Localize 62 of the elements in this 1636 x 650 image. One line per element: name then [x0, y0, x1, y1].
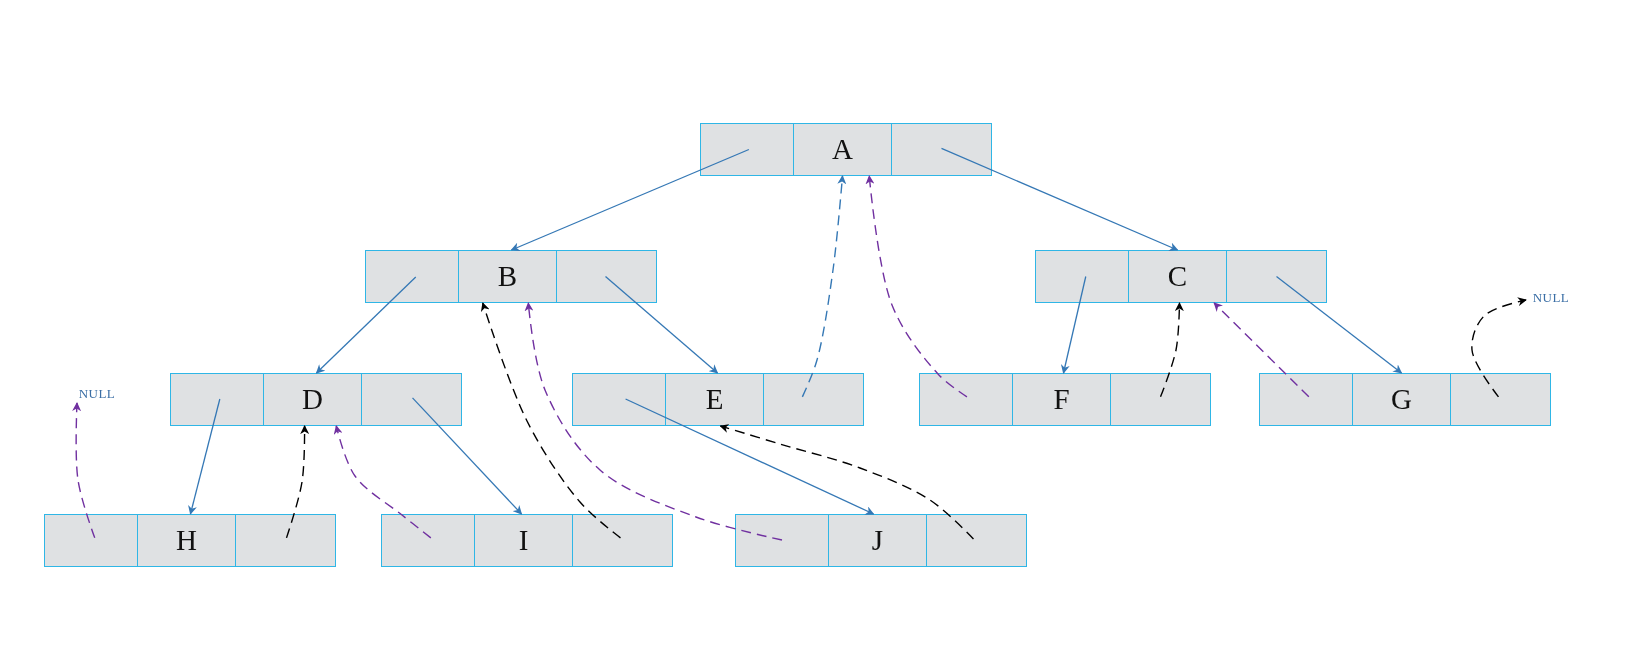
- pointer-cell: [556, 250, 657, 303]
- arrow: [604, 275, 719, 374]
- arrow: [1275, 275, 1403, 374]
- node-label: D: [302, 385, 323, 414]
- node-label: C: [1167, 262, 1188, 291]
- pointer-cell: [572, 514, 673, 567]
- node-label: F: [1053, 385, 1070, 414]
- dashed-arrow: [1159, 302, 1184, 398]
- pointer-cell: [1259, 373, 1353, 426]
- dashed-arrow: [72, 402, 96, 539]
- data-cell: [458, 250, 557, 303]
- dashed-arrow: [1471, 297, 1527, 398]
- dashed-arrow: [524, 302, 783, 541]
- null-label: NULL: [72, 383, 122, 403]
- pointer-cell: [1035, 250, 1129, 303]
- data-cell: [474, 514, 573, 567]
- dashed-arrow: [719, 424, 975, 540]
- arrow: [1060, 275, 1087, 374]
- pointer-cell: [235, 514, 336, 567]
- arrow: [624, 398, 875, 515]
- pointer-cell: [170, 373, 264, 426]
- null-label: NULL: [1526, 287, 1576, 307]
- pointer-cell: [361, 373, 462, 426]
- node-label: E: [705, 385, 724, 414]
- dashed-arrow: [1213, 302, 1310, 398]
- pointer-cell: [700, 123, 794, 176]
- node-label: A: [832, 135, 853, 164]
- pointer-cell: [735, 514, 829, 567]
- pointer-cell: [572, 373, 666, 426]
- data-cell: [1352, 373, 1451, 426]
- data-cell: [828, 514, 927, 567]
- node-label: J: [871, 526, 884, 555]
- arrow: [315, 276, 417, 374]
- dashed-arrow: [865, 175, 968, 398]
- pointer-cell: [926, 514, 1027, 567]
- data-cell: [1012, 373, 1111, 426]
- dashed-arrow: [480, 302, 622, 539]
- node-label: H: [176, 526, 197, 555]
- pointer-cell: [891, 123, 992, 176]
- arrow: [411, 397, 523, 515]
- pointer-cell: [1110, 373, 1211, 426]
- data-cell: [263, 373, 362, 426]
- arrow: [188, 398, 221, 515]
- data-cell: [137, 514, 236, 567]
- arrow: [510, 148, 750, 251]
- pointer-cell: [1226, 250, 1327, 303]
- pointer-cell: [763, 373, 864, 426]
- node-label: G: [1391, 385, 1412, 414]
- dashed-arrow: [801, 175, 847, 398]
- pointer-cell: [919, 373, 1013, 426]
- pointer-cell: [365, 250, 459, 303]
- pointer-cell: [44, 514, 138, 567]
- pointer-cell: [1450, 373, 1551, 426]
- dashed-arrow: [333, 425, 432, 539]
- arrow: [940, 147, 1179, 251]
- pointer-cell: [381, 514, 475, 567]
- node-label: B: [497, 262, 518, 291]
- dashed-arrow: [285, 425, 310, 539]
- node-label: I: [518, 526, 529, 555]
- data-cell: [793, 123, 892, 176]
- data-cell: [665, 373, 764, 426]
- data-cell: [1128, 250, 1227, 303]
